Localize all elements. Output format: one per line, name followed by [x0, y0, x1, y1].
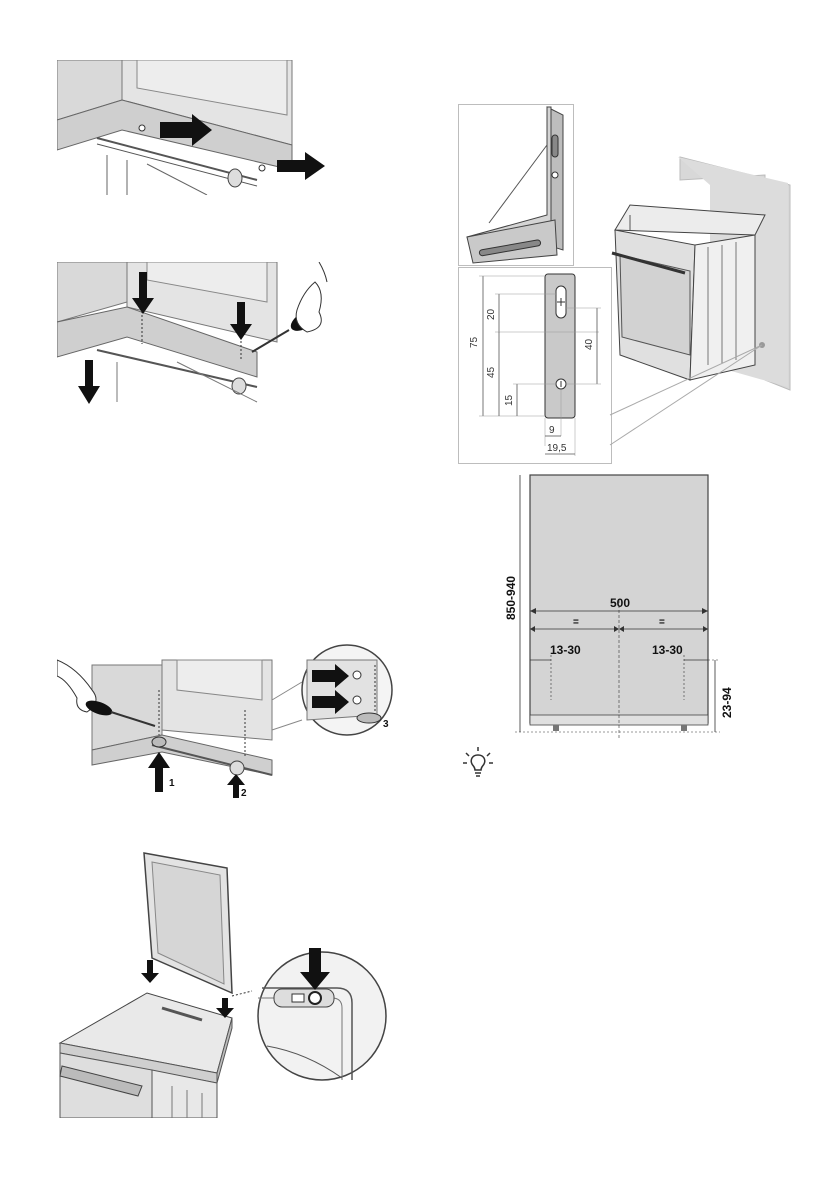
- height-range-label: 850-940: [504, 576, 518, 620]
- foot-height-label: 23-94: [720, 687, 734, 718]
- up-arrow-icon: [227, 774, 245, 798]
- detail-magnifier: [257, 948, 387, 1081]
- dim-19-5: 19,5: [547, 443, 567, 454]
- down-arrow-icon: [78, 360, 100, 404]
- wall-dimension-diagram: 850-940 500 = = 13-30 13-30 23-94: [495, 470, 745, 740]
- offset-left-label: 13-30: [550, 643, 581, 657]
- equal-left-label: =: [573, 617, 579, 628]
- dim-9: 9: [549, 425, 555, 436]
- step-fix-panel-illustration: [57, 262, 337, 407]
- push-arrow-icon: [277, 152, 325, 180]
- equal-right-label: =: [659, 617, 665, 628]
- up-arrow-icon: [148, 752, 170, 792]
- screwdriver-icon: [251, 262, 328, 353]
- lightbulb-icon: [460, 745, 496, 781]
- callout-3: 3: [383, 719, 389, 730]
- down-arrow-icon: [216, 998, 234, 1018]
- bracket-dimension-frame: 75 20 45 15 40 9 19,5: [458, 267, 612, 464]
- dim-20: 20: [486, 308, 497, 320]
- dim-45: 45: [486, 366, 497, 378]
- step-slide-panel-illustration: [57, 60, 327, 195]
- cooker-wall-illustration: [590, 155, 800, 455]
- down-arrow-icon: [230, 302, 252, 340]
- down-arrow-icon: [141, 960, 159, 983]
- dim-75: 75: [469, 336, 480, 348]
- callout-2: 2: [241, 788, 247, 799]
- width-label: 500: [610, 596, 630, 610]
- down-arrow-icon: [132, 272, 154, 314]
- dim-40: 40: [584, 338, 595, 350]
- callout-1: 1: [169, 778, 175, 789]
- anti-tilt-bracket-illustration: [466, 106, 564, 264]
- bracket-perspective-frame: [458, 104, 574, 266]
- step-release-panel-illustration: 1 2 3: [57, 640, 407, 800]
- push-arrow-icon: [160, 114, 212, 146]
- dim-15: 15: [504, 394, 515, 406]
- offset-right-label: 13-30: [652, 643, 683, 657]
- bracket-dimension-drawing: 75 20 45 15 40 9 19,5: [469, 273, 601, 456]
- screwdriver-icon: [57, 659, 156, 727]
- detail-magnifier: [271, 644, 393, 736]
- step-lid-illustration: [52, 848, 388, 1118]
